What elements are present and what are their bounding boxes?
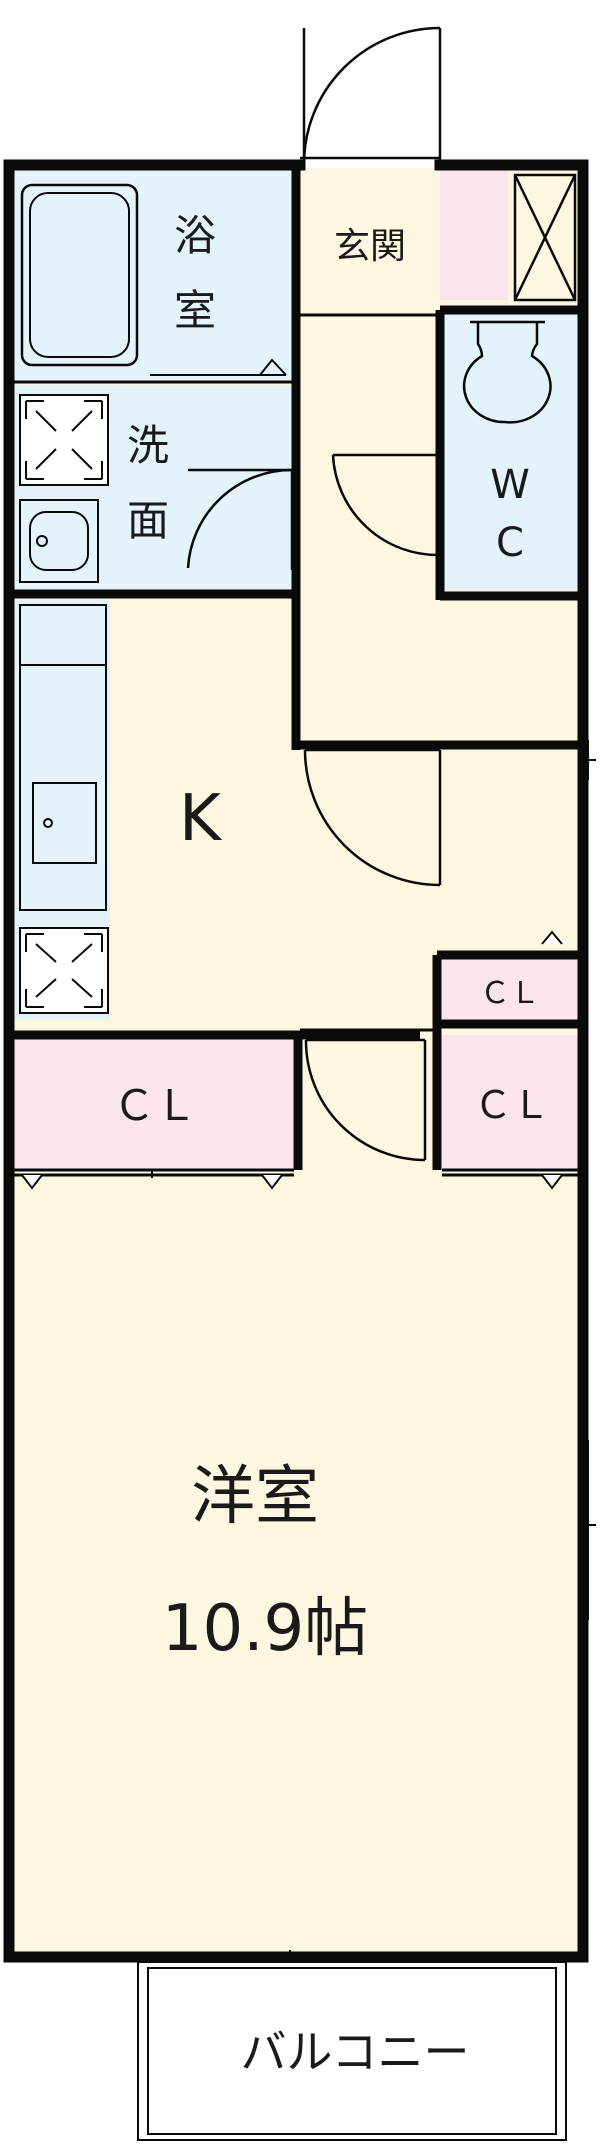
kitchen-label: K: [179, 782, 223, 856]
closet-door-marks: [21, 930, 563, 1190]
closet-left-label: ＣＬ: [113, 1081, 197, 1130]
washer-space: [19, 394, 109, 486]
wc-room: [440, 310, 580, 590]
bath-label-2: 室: [174, 286, 216, 335]
closet-left-room: [14, 1035, 294, 1170]
toilet: [462, 320, 552, 424]
closet-right-room: [442, 1035, 578, 1170]
window-marks: [270, 740, 596, 1972]
outer-walls: [3, 159, 589, 1963]
washroom-door: [186, 468, 296, 570]
wc-label-2: C: [496, 520, 524, 566]
balcony-label: バルコニー: [240, 2025, 469, 2079]
wash-basin: [19, 499, 99, 583]
closet-small-label: ＣＬ: [480, 976, 540, 1011]
bathtub-inner: [29, 192, 130, 358]
thin-partitions: [14, 313, 578, 1177]
balcony: [137, 1961, 567, 2141]
entrance-door: [300, 26, 442, 166]
wc-label-1: W: [490, 462, 530, 508]
entrance-label: 玄関: [334, 226, 406, 267]
washroom-label-1: 洗: [127, 421, 169, 470]
bath-label-1: 浴: [174, 211, 216, 260]
bathtub: [20, 183, 139, 367]
room-door: [304, 1038, 427, 1162]
closet-small-room: [442, 958, 578, 1020]
shoe-box: [440, 170, 508, 300]
western-room-label: 洋室: [191, 1460, 319, 1534]
washroom-label-2: 面: [127, 496, 169, 545]
entrance-room: [300, 170, 440, 310]
shoe-box-cross: [513, 173, 577, 302]
fridge-cross: [19, 927, 109, 1014]
kitchen-door: [303, 748, 442, 887]
western-room-size: 10.9帖: [162, 1592, 369, 1666]
interior-walls: [9, 165, 583, 1170]
bath-door: [150, 358, 287, 376]
kitchen-unit: [19, 604, 107, 911]
closet-right-label: ＣＬ: [474, 1083, 550, 1127]
wc-door: [331, 453, 442, 560]
